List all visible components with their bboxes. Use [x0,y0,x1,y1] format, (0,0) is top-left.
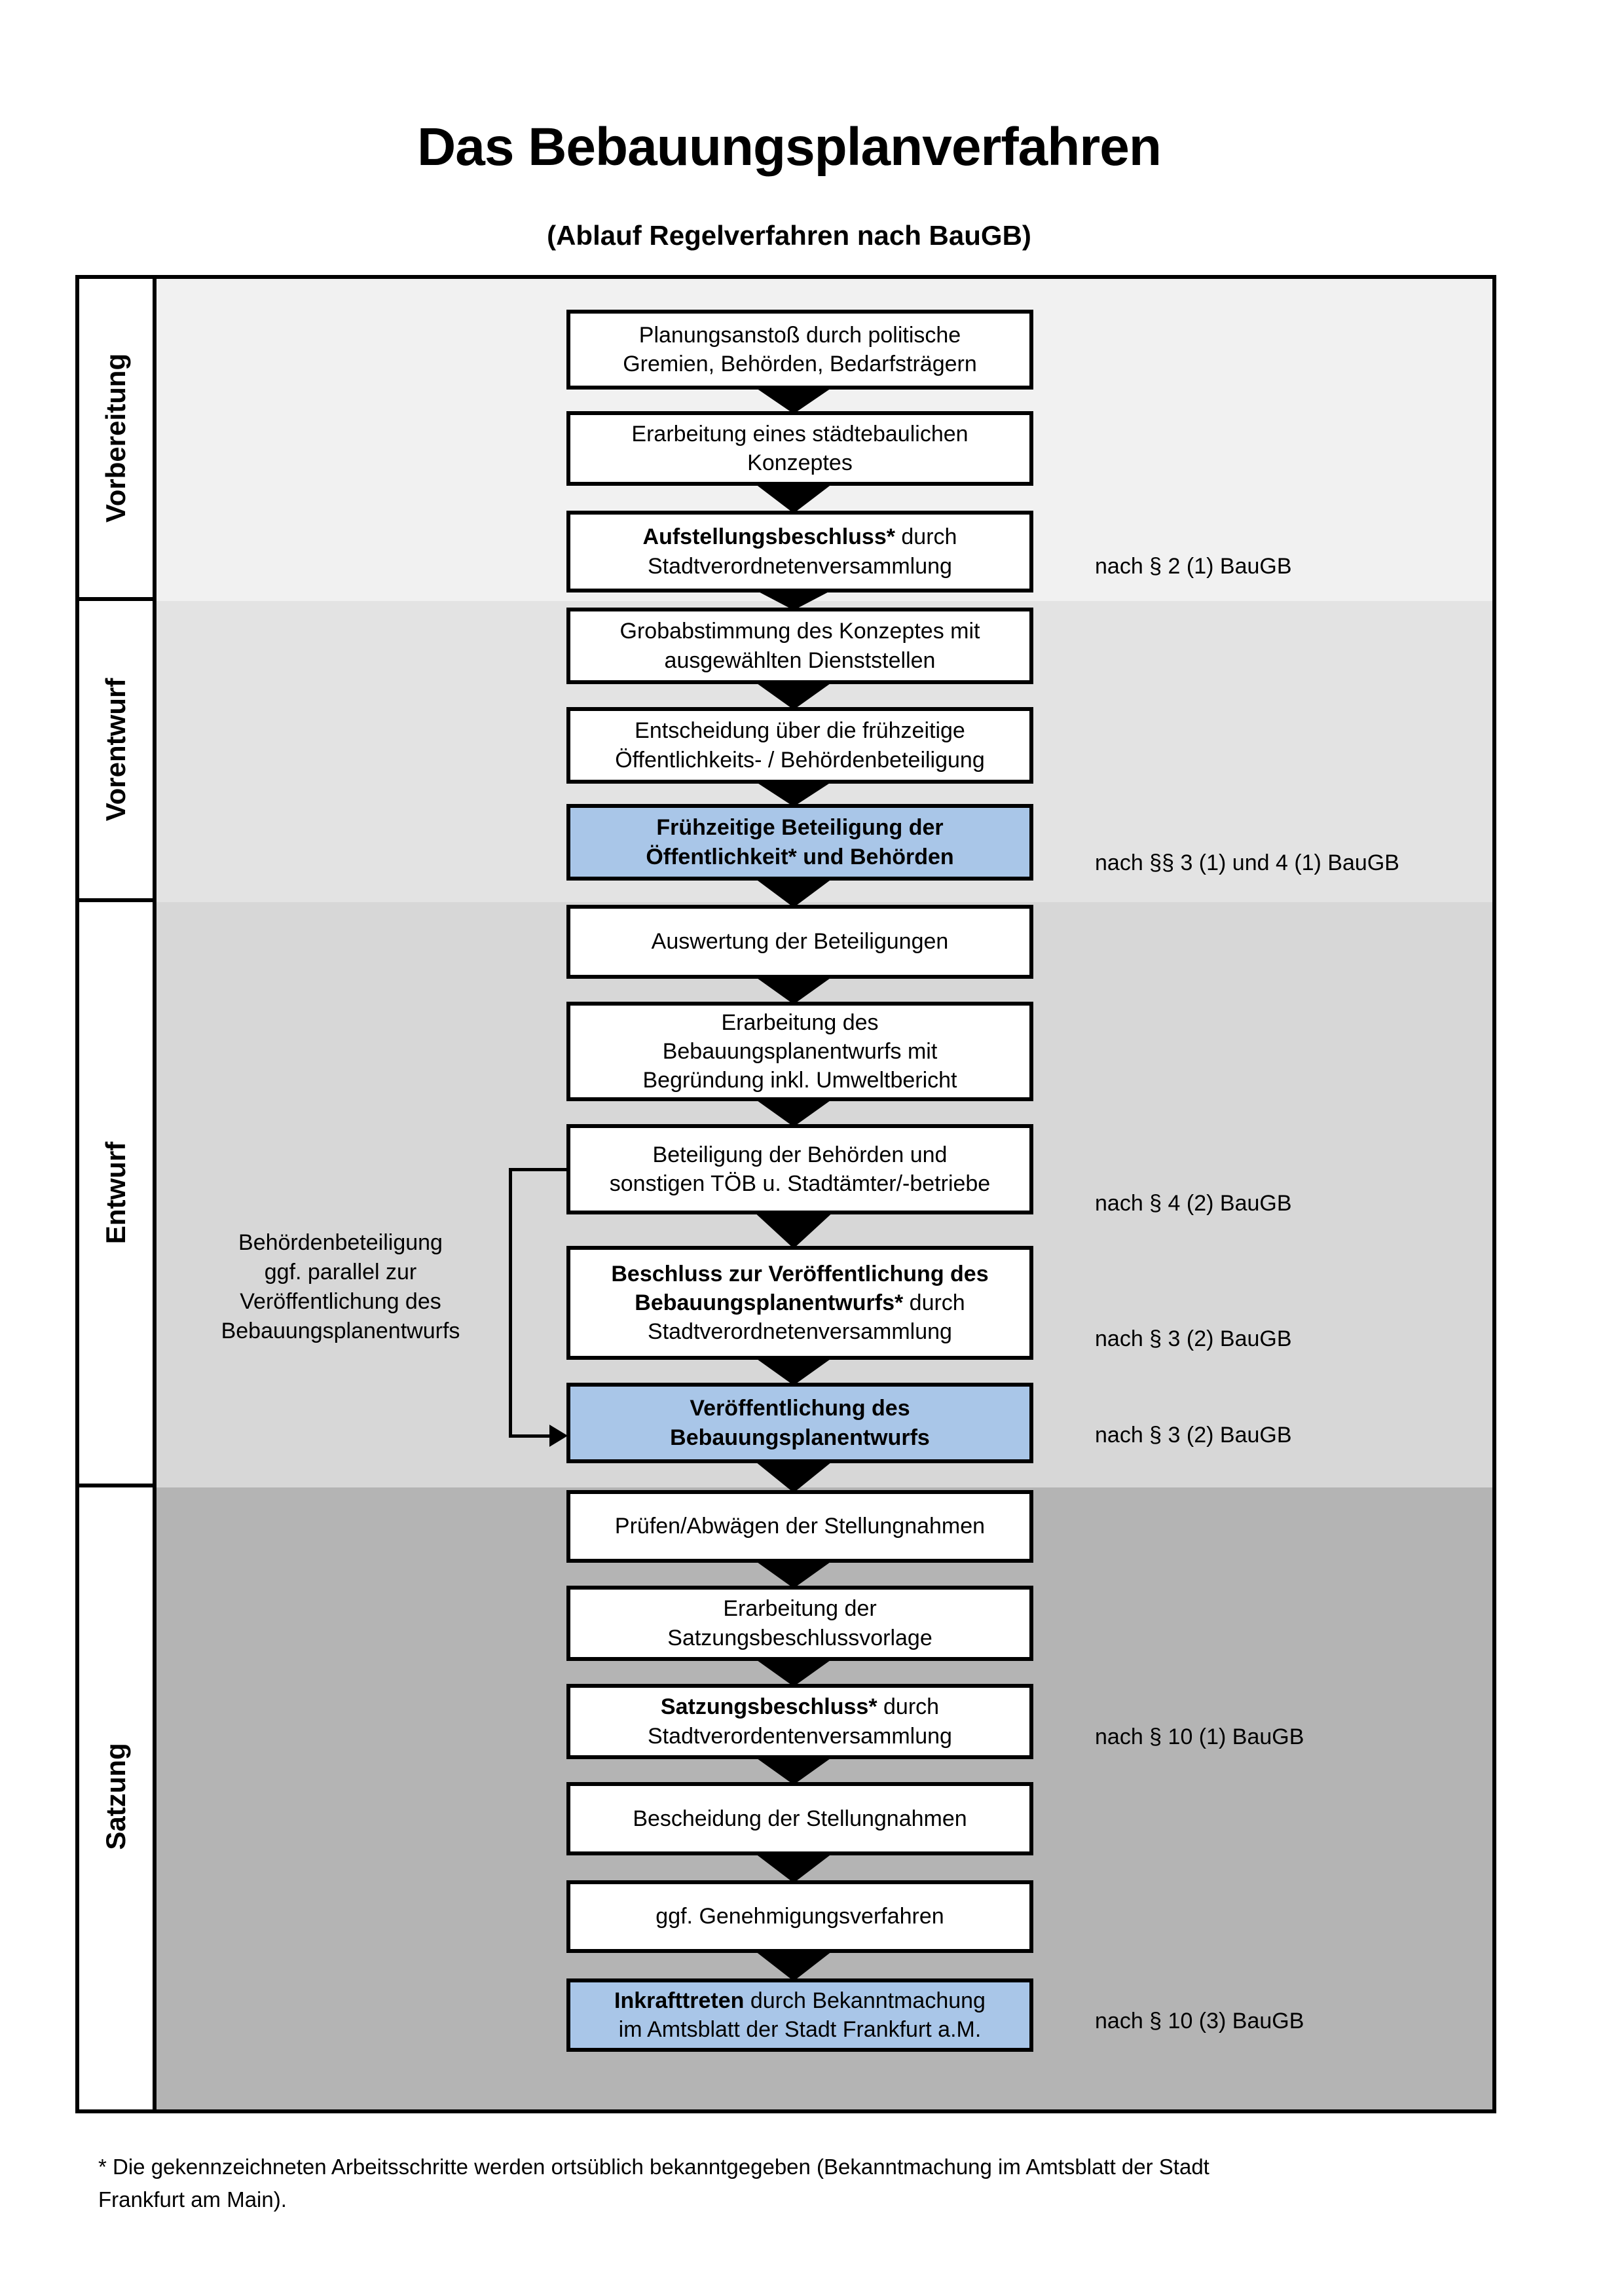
parallel-note-line: Bebauungsplanentwurfs [221,1318,460,1343]
connector-arrowhead-icon [549,1425,568,1447]
phase-cell-vorbereitung: Vorbereitung [79,279,153,601]
legal-ref-aufstellungsbeschluss: nach § 2 (1) BauGB [1095,554,1292,579]
legal-ref-beschluss-veroeffentlichung: nach § 3 (2) BauGB [1095,1326,1292,1351]
phase-sidebar: Vorbereitung Vorentwurf Entwurf Satzung [79,279,157,2109]
legal-ref-behoerdenbeteiligung: nach § 4 (2) BauGB [1095,1191,1292,1216]
footnote: * Die gekennzeichneten Arbeitsschritte w… [98,2151,1545,2215]
phase-cell-vorentwurf: Vorentwurf [79,601,153,902]
phase-bands [157,279,1492,2109]
phase-cell-entwurf: Entwurf [79,902,153,1487]
phase-label-entwurf: Entwurf [100,1141,131,1245]
connector-vertical-segment [509,1168,512,1438]
legal-ref-veroeffentlichung: nach § 3 (2) BauGB [1095,1423,1292,1448]
phase-label-vorentwurf: Vorentwurf [100,678,131,822]
page-subtitle: (Ablauf Regelverfahren nach BauGB) [547,220,1031,251]
phase-label-vorbereitung: Vorbereitung [100,353,131,523]
page-title: Das Bebauungsplanverfahren [417,117,1162,177]
legal-ref-inkrafttreten: nach § 10 (3) BauGB [1095,2009,1304,2033]
parallel-note-line: ggf. parallel zur [264,1259,417,1285]
legal-ref-satzungsbeschluss: nach § 10 (1) BauGB [1095,1724,1304,1749]
connector-bottom-segment [509,1434,551,1438]
band-vorbereitung [157,279,1492,601]
footnote-line: Frankfurt am Main). [98,2187,287,2212]
footnote-line: * Die gekennzeichneten Arbeitsschritte w… [98,2155,1209,2179]
legal-ref-fruehzeitige-beteiligung: nach §§ 3 (1) und 4 (1) BauGB [1095,850,1399,875]
phase-label-satzung: Satzung [100,1743,131,1850]
parallel-procedure-note: Behördenbeteiligung ggf. parallel zur Ve… [190,1228,491,1346]
phase-cell-satzung: Satzung [79,1487,153,2105]
connector-top-segment [509,1168,566,1171]
band-entwurf [157,902,1492,1487]
parallel-note-line: Veröffentlichung des [240,1288,441,1314]
parallel-note-line: Behördenbeteiligung [238,1230,443,1255]
